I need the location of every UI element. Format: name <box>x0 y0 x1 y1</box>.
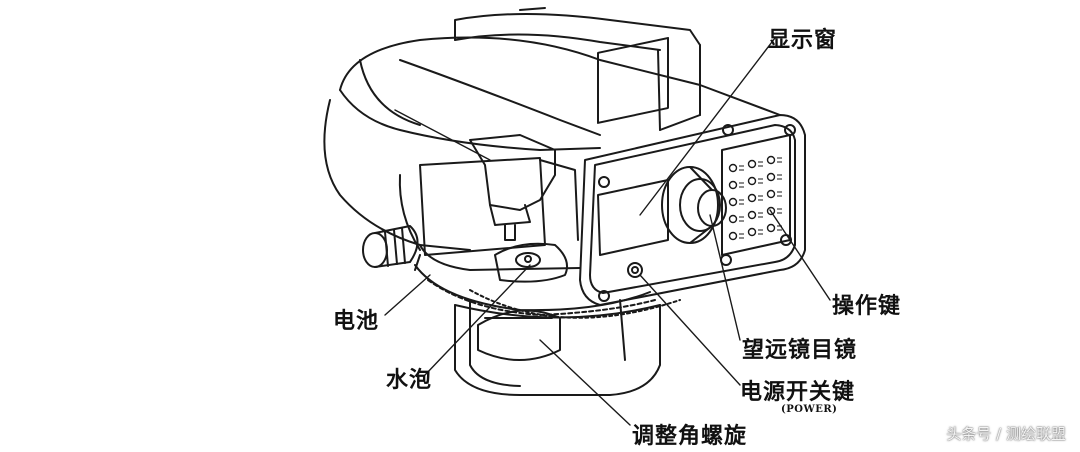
keypad-symbol <box>739 199 744 205</box>
keypad-button <box>766 172 776 182</box>
keypad-symbol <box>777 191 782 197</box>
watermark: 头条号 / 测绘联盟 <box>946 425 1066 443</box>
bracket <box>469 134 556 241</box>
keypad-button <box>766 155 776 165</box>
keypad-button <box>766 206 776 216</box>
carrying-handle <box>454 7 701 131</box>
keypad-button <box>728 163 738 173</box>
keypad-symbol <box>739 165 744 171</box>
power-button <box>627 262 643 278</box>
label-battery: 电池 <box>333 308 380 334</box>
label-operation-keys: 操作键 <box>832 293 902 319</box>
battery-compartment <box>398 157 579 256</box>
keypad-button <box>728 197 738 207</box>
label-adjusting-screw: 调整角螺旋 <box>632 423 748 449</box>
keypad-symbol <box>739 233 744 239</box>
keypad-button <box>747 176 757 186</box>
keypad-symbol <box>739 182 744 188</box>
keypad-button <box>747 193 757 203</box>
keypad-button <box>747 227 757 237</box>
display-window <box>597 179 669 256</box>
panel-screws <box>598 124 796 302</box>
label-power-switch: 电源开关键 <box>740 379 856 405</box>
front-panel <box>579 114 806 306</box>
keypad-button <box>766 223 776 233</box>
display-window-frame <box>597 36 669 124</box>
keypad-symbol <box>758 212 763 218</box>
leader-lines <box>384 37 831 426</box>
keypad-symbol <box>777 157 782 163</box>
keypad-button <box>766 189 776 199</box>
keypad-button <box>747 159 757 169</box>
label-power-english: (POWER) <box>781 404 838 415</box>
keypad-button <box>747 210 757 220</box>
keypad-symbol <box>758 229 763 235</box>
keypad-symbol <box>758 178 763 184</box>
keypad-symbol <box>777 208 782 214</box>
keypad-buttons <box>728 155 782 241</box>
operation-keypad <box>721 134 791 256</box>
battery-knob <box>362 225 419 268</box>
label-bubble-level: 水泡 <box>386 367 433 393</box>
horizontal-circle-ring <box>414 254 656 316</box>
keypad-symbol <box>777 174 782 180</box>
keypad-button <box>728 231 738 241</box>
keypad-symbol <box>758 161 763 167</box>
keypad-button <box>728 214 738 224</box>
bubble-level-housing <box>494 242 568 283</box>
label-display-window: 显示窗 <box>768 27 838 53</box>
keypad-symbol <box>777 225 782 231</box>
label-telescope-eyepiece: 望远镜目镜 <box>742 337 858 363</box>
keypad-button <box>728 180 738 190</box>
instrument-body <box>323 36 781 271</box>
keypad-symbol <box>739 216 744 222</box>
telescope-eyepiece <box>661 166 727 244</box>
adjusting-foot-screw <box>469 289 681 361</box>
keypad-symbol <box>758 195 763 201</box>
